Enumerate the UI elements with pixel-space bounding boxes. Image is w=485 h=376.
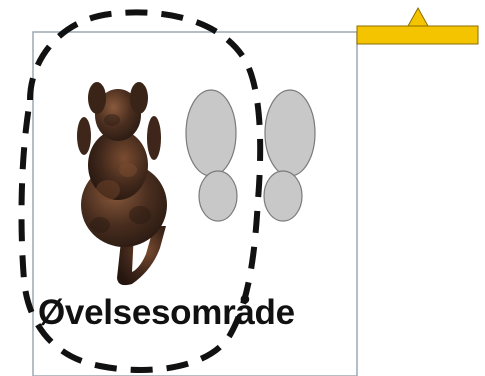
area-label: Øvelsesområde [38, 291, 295, 335]
yellow-triangle-marker-icon [357, 8, 478, 44]
footprints-icon [186, 90, 315, 221]
dog-back-view-icon [77, 82, 167, 285]
